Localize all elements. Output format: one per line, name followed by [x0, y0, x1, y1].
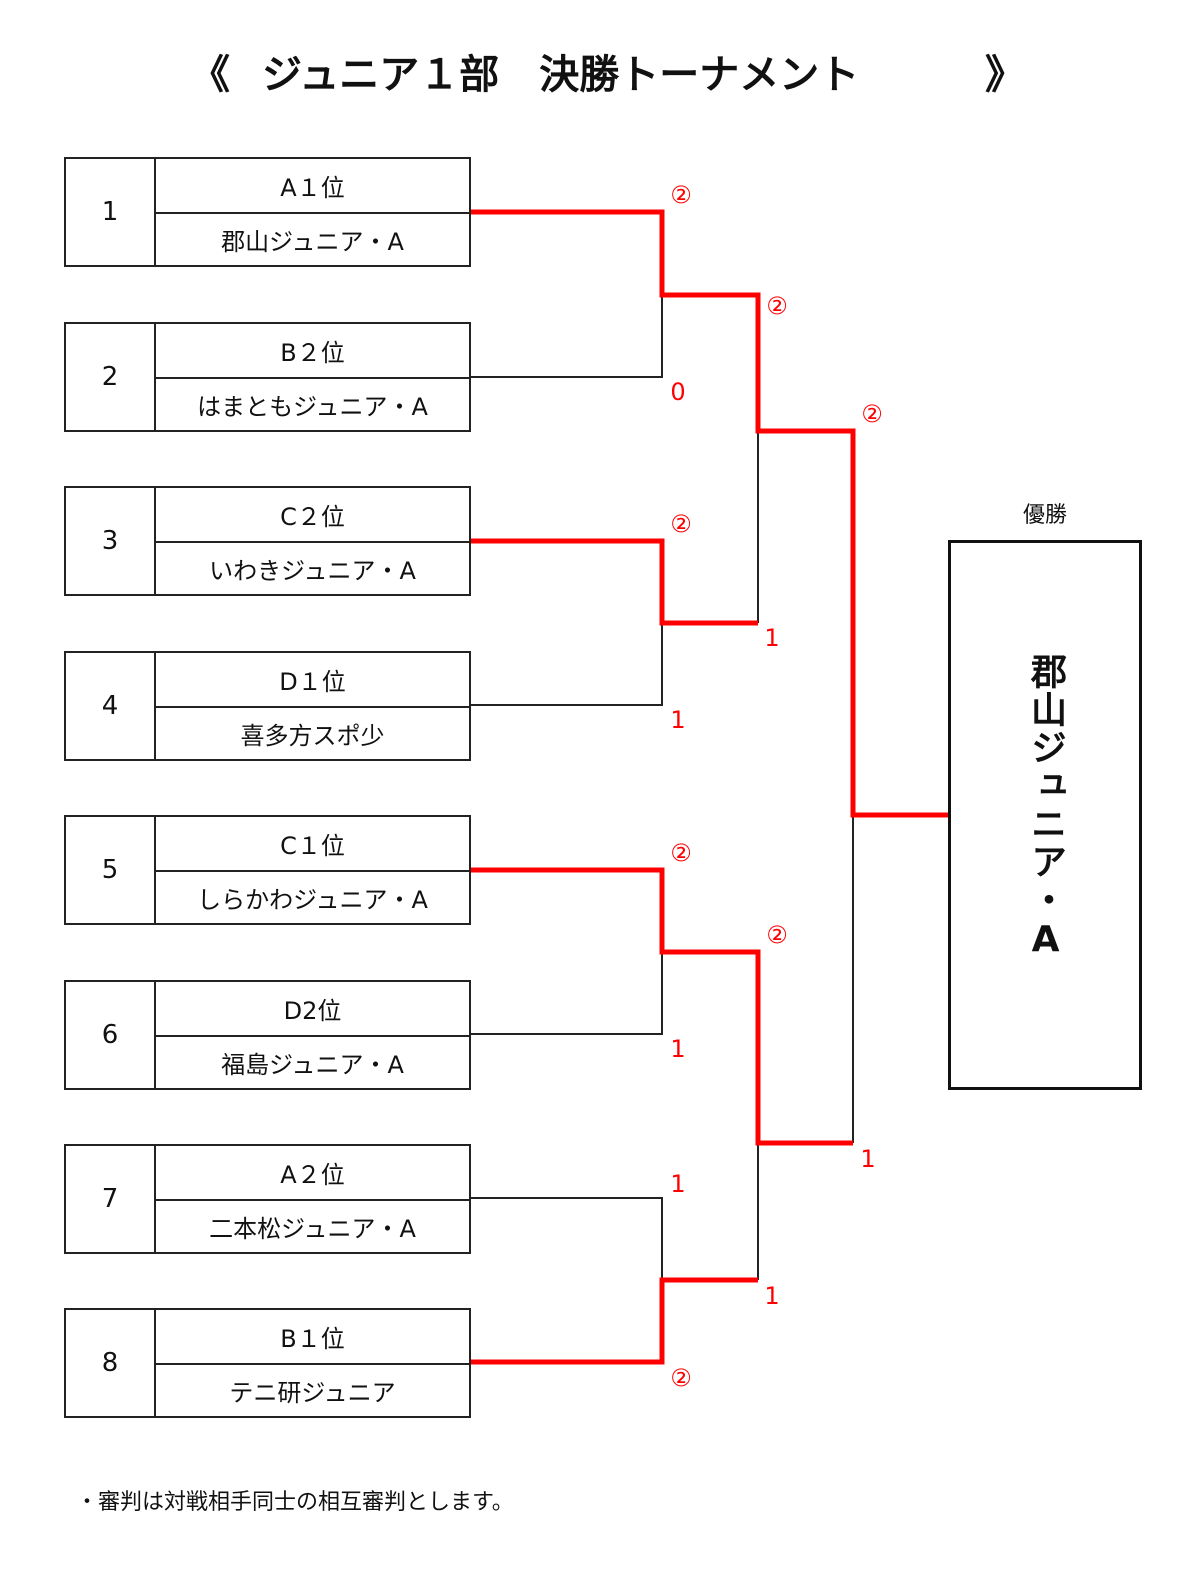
champion-label: 優勝 — [1022, 503, 1068, 528]
entry-team: 喜多方スポ少 — [240, 722, 385, 750]
entry-number: 7 — [66, 1146, 156, 1252]
entry-team: いわきジュニア・A — [209, 557, 416, 585]
entry-seed: C１位 — [156, 817, 469, 872]
entry-team: 郡山ジュニア・A — [221, 228, 404, 256]
title-close-bracket: 》 — [985, 52, 1025, 98]
entry-number: 1 — [66, 159, 156, 265]
note: ・審判は対戦相手同士の相互審判とします。 — [76, 1490, 514, 1515]
entry-number: 8 — [66, 1310, 156, 1416]
score: ② — [670, 510, 692, 538]
score: ② — [766, 292, 788, 320]
score: 1 — [670, 706, 686, 734]
score: ② — [670, 839, 692, 867]
entry-number: 2 — [66, 324, 156, 430]
entry-seed: D１位 — [156, 653, 469, 708]
bracket-line — [471, 623, 663, 706]
entry-seed: B２位 — [156, 324, 469, 379]
entry-seed: B１位 — [156, 1310, 469, 1365]
bracket-line — [471, 952, 663, 1035]
entry-team: 二本松ジュニア・A — [209, 1215, 416, 1243]
winner-line — [471, 867, 853, 1146]
entry-number: 5 — [66, 817, 156, 923]
score: 1 — [764, 624, 780, 652]
score: 1 — [764, 1282, 780, 1310]
winner-line — [471, 209, 948, 818]
entry-team: しらかわジュニア・A — [197, 886, 428, 914]
score: ② — [670, 1364, 692, 1392]
bracket-line — [471, 1197, 663, 1280]
entry-team: 福島ジュニア・A — [221, 1051, 404, 1079]
entry-team: テニ研ジュニア — [229, 1379, 396, 1407]
entry-team: はまともジュニア・A — [197, 393, 428, 421]
winner-line — [471, 538, 758, 626]
score: 0 — [670, 378, 686, 406]
entry-number: 4 — [66, 653, 156, 759]
score: 1 — [670, 1170, 686, 1198]
score: ② — [766, 921, 788, 949]
score: 1 — [860, 1145, 876, 1173]
entry-seed: A２位 — [156, 1146, 469, 1201]
champion-name: 郡山ジュニア・A — [1025, 653, 1066, 962]
winner-line — [471, 1277, 758, 1365]
entry-number: 3 — [66, 488, 156, 594]
score: 1 — [670, 1035, 686, 1063]
score: ② — [670, 181, 692, 209]
entry-seed: D2位 — [156, 982, 469, 1037]
entry-number: 6 — [66, 982, 156, 1088]
title-text: ジュニア１部 決勝トーナメント — [262, 52, 860, 98]
champion-box: 郡山ジュニア・A — [948, 540, 1142, 1090]
bracket-line — [471, 295, 663, 378]
entry-seed: A１位 — [156, 159, 469, 214]
score: ② — [861, 400, 883, 428]
entry-seed: C２位 — [156, 488, 469, 543]
title-open-bracket: 《 — [190, 52, 230, 98]
